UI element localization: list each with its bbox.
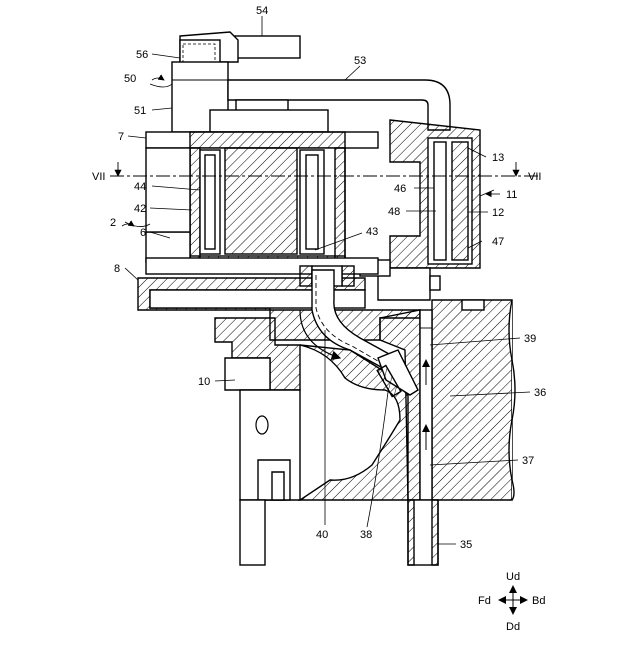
label-2: 2 bbox=[110, 217, 116, 229]
label-40: 40 bbox=[316, 529, 328, 541]
direction-compass: Ud Dd Fd Bd bbox=[478, 571, 545, 633]
label-37: 37 bbox=[522, 455, 534, 467]
direction-up: Ud bbox=[506, 571, 520, 583]
label-47: 47 bbox=[492, 236, 504, 248]
label-11: 11 bbox=[506, 189, 517, 201]
label-46: 46 bbox=[394, 183, 406, 195]
housing-wall-side bbox=[146, 148, 190, 232]
direction-back: Bd bbox=[532, 595, 545, 607]
section-label-right: VII bbox=[528, 171, 541, 183]
label-7: 7 bbox=[118, 131, 124, 143]
direction-down: Dd bbox=[506, 621, 520, 633]
direction-front: Fd bbox=[478, 595, 491, 607]
label-8: 8 bbox=[114, 263, 120, 275]
label-44: 44 bbox=[134, 181, 146, 193]
label-10: 10 bbox=[198, 376, 210, 388]
label-12: 12 bbox=[492, 207, 504, 219]
label-53: 53 bbox=[354, 55, 366, 67]
label-36: 36 bbox=[534, 387, 546, 399]
label-6: 6 bbox=[140, 227, 146, 239]
label-43: 43 bbox=[366, 226, 378, 238]
label-50: 50 bbox=[124, 73, 136, 85]
label-13: 13 bbox=[492, 152, 504, 164]
label-51: 51 bbox=[134, 105, 146, 117]
body-10 bbox=[215, 318, 300, 565]
label-38: 38 bbox=[360, 529, 372, 541]
section-label-left: VII bbox=[92, 171, 105, 183]
label-42: 42 bbox=[134, 203, 146, 215]
inlet-pipe-35 bbox=[408, 500, 438, 565]
label-35: 35 bbox=[460, 539, 472, 551]
label-48: 48 bbox=[388, 206, 400, 218]
valve-cap bbox=[462, 300, 484, 310]
label-39: 39 bbox=[524, 333, 536, 345]
label-54: 54 bbox=[256, 5, 268, 17]
label-56: 56 bbox=[136, 49, 148, 61]
core-42 bbox=[225, 148, 297, 254]
